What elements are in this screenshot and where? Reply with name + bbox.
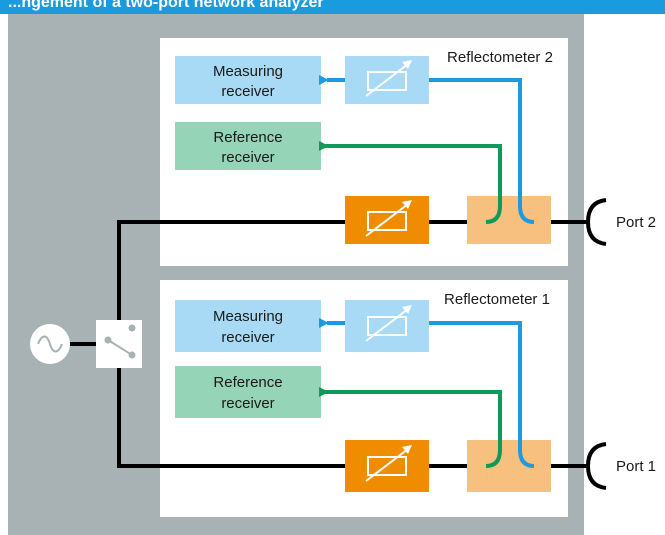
reflectometer-2-panel: Reflectometer 2 Measuring receiver Refer… bbox=[160, 38, 568, 266]
port-2-label: Port 2 bbox=[616, 214, 656, 231]
variable-attenuator-icon bbox=[345, 56, 429, 104]
variable-attenuator-icon bbox=[345, 300, 429, 352]
measure-path-2 bbox=[429, 78, 535, 224]
measuring-receiver-2: Measuring receiver bbox=[175, 56, 321, 104]
reflectometer-2-title: Reflectometer 2 bbox=[447, 49, 553, 66]
reflectometer-1-panel: Reflectometer 1 Measuring receiver Refer… bbox=[160, 280, 568, 517]
variable-attenuator-icon bbox=[345, 440, 429, 492]
reference-receiver-2: Reference receiver bbox=[175, 122, 321, 170]
variable-attenuator-icon bbox=[345, 196, 429, 244]
title-bar: ...ngement of a two-port network analyze… bbox=[0, 0, 665, 14]
reference-receiver-1: Reference receiver bbox=[175, 366, 321, 418]
measure-path-1 bbox=[429, 321, 535, 468]
reference-path-1 bbox=[321, 390, 502, 468]
switch-icon bbox=[96, 320, 142, 368]
port-connector-icon bbox=[585, 198, 607, 246]
reference-receiver-1-label-line1: Reference bbox=[213, 374, 282, 391]
port-connector-icon bbox=[585, 442, 607, 490]
measuring-receiver-1-label-line1: Measuring bbox=[213, 308, 283, 325]
reference-receiver-2-label-line1: Reference bbox=[213, 129, 282, 146]
diagram-title: ...ngement of a two-port network analyze… bbox=[8, 0, 324, 11]
measuring-receiver-2-label-line2: receiver bbox=[221, 83, 274, 100]
port-1-label: Port 1 bbox=[616, 458, 656, 475]
port-2: Port 2 bbox=[585, 198, 656, 246]
measuring-receiver-2-label-line1: Measuring bbox=[213, 63, 283, 80]
reference-receiver-2-label-line2: receiver bbox=[221, 149, 274, 166]
reflectometer-1-title: Reflectometer 1 bbox=[444, 291, 550, 308]
measuring-receiver-1-label-line2: receiver bbox=[221, 329, 274, 346]
measuring-receiver-1: Measuring receiver bbox=[175, 300, 321, 352]
port-1: Port 1 bbox=[585, 442, 656, 490]
reference-path-2 bbox=[321, 144, 502, 224]
directional-coupler-icon bbox=[467, 440, 551, 492]
rf-signal-paths bbox=[70, 220, 590, 468]
signal-source-icon bbox=[30, 324, 70, 364]
directional-coupler-icon bbox=[467, 196, 551, 244]
reference-receiver-1-label-line2: receiver bbox=[221, 395, 274, 412]
